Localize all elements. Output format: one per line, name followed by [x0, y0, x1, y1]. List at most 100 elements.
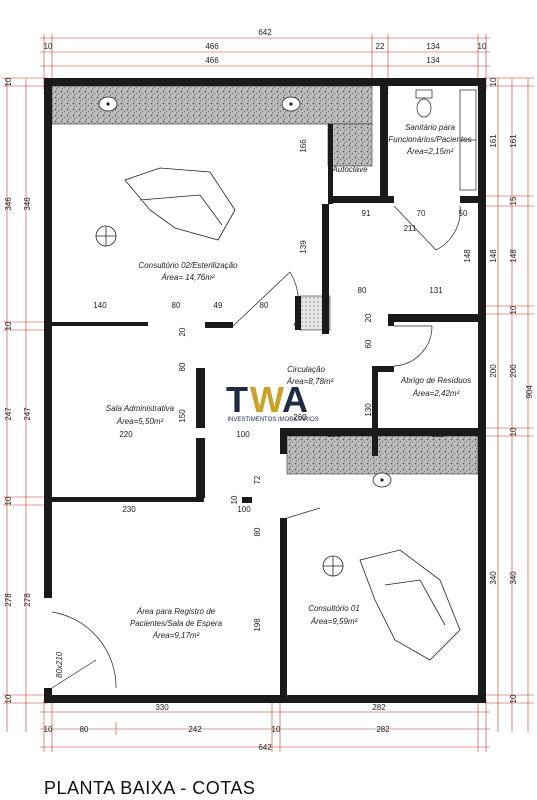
dim-right-904: 904 — [525, 385, 534, 399]
dim-20a: 20 — [178, 327, 187, 336]
dim-50: 50 — [459, 209, 468, 218]
dim-148-inner: 148 — [463, 249, 472, 263]
dim-80a: 80 — [172, 301, 181, 310]
dim-left-346b: 346 — [23, 197, 32, 211]
dim-bot-10b: 10 — [272, 725, 281, 734]
dim-230: 230 — [122, 505, 136, 514]
dim-right-200b: 200 — [509, 364, 518, 378]
dim-72: 72 — [253, 475, 262, 484]
dim-left-247b: 247 — [23, 407, 32, 421]
dim-top-466a: 466 — [205, 42, 219, 51]
room-registro-area: Área=9,17m² — [152, 631, 200, 640]
dim-bot-total: 642 — [258, 743, 272, 752]
dim-131: 131 — [429, 286, 443, 295]
door-label: 80x210 — [55, 651, 64, 678]
counter-consultorio01 — [286, 435, 479, 475]
dim-139: 139 — [299, 240, 308, 254]
dim-left-247a: 247 — [4, 407, 13, 421]
dim-80e: 80 — [253, 527, 262, 536]
dim-80b: 80 — [260, 301, 269, 310]
dim-60: 60 — [364, 339, 373, 348]
room-abrigo-area: Área=2,42m² — [412, 389, 460, 398]
dim-91: 91 — [362, 209, 371, 218]
dim-bot-330: 330 — [155, 703, 169, 712]
toilet-icon — [415, 89, 477, 191]
dim-top-total: 642 — [258, 28, 272, 37]
room-sanitario-name1: Sanitário para — [405, 123, 455, 132]
dim-right-10b: 10 — [509, 305, 518, 314]
walls — [44, 78, 486, 703]
page-title: PLANTA BAIXA - COTAS — [44, 778, 256, 798]
dim-150: 150 — [178, 409, 187, 423]
dim-80c: 80 — [358, 286, 367, 295]
dim-right-15: 15 — [509, 196, 518, 205]
dim-right-161b: 161 — [509, 134, 518, 148]
dim-100a: 100 — [236, 430, 250, 439]
logo-letter-w: W — [250, 379, 284, 420]
room-sala-adm-name: Sala Administrativa — [106, 404, 175, 413]
dimension-lines-bottom — [40, 700, 490, 752]
room-autoclave: Autoclave — [331, 165, 368, 174]
dim-right-148a: 148 — [489, 249, 498, 263]
dim-220: 220 — [119, 430, 133, 439]
dimension-lines-right — [484, 77, 534, 732]
dim-161: 161 — [327, 430, 341, 439]
room-labels: Consultório 02/Esterilização Área= 14,76… — [106, 123, 472, 640]
dim-140: 140 — [93, 301, 107, 310]
company-logo: T W A INVESTIMENTOS IMOBILIÁRIOS — [226, 379, 319, 423]
dim-top-22: 22 — [376, 42, 385, 51]
dim-80d: 80 — [178, 362, 187, 371]
room-abrigo-name: Abrigo de Resíduos — [400, 376, 471, 385]
room-consultorio02-name: Consultório 02/Esterilização — [138, 261, 238, 270]
dim-right-200a: 200 — [489, 364, 498, 378]
dim-right-161a: 161 — [489, 134, 498, 148]
logo-tagline: INVESTIMENTOS IMOBILIÁRIOS — [227, 416, 318, 423]
dimension-labels: 642 466 22 134 10 10 466 134 330 282 80 … — [4, 28, 534, 752]
room-registro-name2: Pacientes/Sala de Espera — [130, 619, 223, 628]
dim-49: 49 — [214, 301, 223, 310]
dim-right-148b: 148 — [509, 249, 518, 263]
dim-right-10a: 10 — [489, 77, 498, 86]
dim-bot-282b: 282 — [376, 725, 390, 734]
dim-100b: 100 — [237, 505, 251, 514]
dim-260: 260 — [293, 413, 307, 422]
dim-bot-242: 242 — [188, 725, 202, 734]
dim-bot-10a: 10 — [44, 725, 53, 734]
dim-166: 166 — [299, 139, 308, 153]
dim-top-10a: 10 — [44, 42, 53, 51]
room-consultorio01-area: Área=9,59m² — [310, 617, 358, 626]
dim-top-134b: 134 — [426, 56, 440, 65]
room-circulacao-area: Área=8,78m² — [286, 377, 334, 386]
dim-left-10a: 10 — [4, 77, 13, 86]
dim-left-278b: 278 — [23, 593, 32, 607]
dim-20b: 20 — [364, 313, 373, 322]
dim-130: 130 — [364, 403, 373, 417]
floor-plan: 80x210 Consultório 02/Esterilização Área… — [3, 28, 534, 752]
room-registro-name1: Área para Registro de — [136, 607, 216, 616]
room-sala-adm-area: Área=5,50m² — [116, 417, 164, 426]
dim-top-466b: 466 — [205, 56, 219, 65]
dim-bot-282a: 282 — [372, 703, 386, 712]
dim-right-10c: 10 — [509, 427, 518, 436]
counter-side — [327, 123, 373, 167]
dim-198: 198 — [253, 618, 262, 632]
dim-right-340a: 340 — [489, 571, 498, 585]
room-consultorio01-name: Consultório 01 — [308, 604, 360, 613]
room-consultorio02-area: Área= 14,76m² — [160, 273, 214, 282]
dim-left-10b: 10 — [4, 321, 13, 330]
dim-121: 121 — [431, 430, 445, 439]
dental-chair-icon — [95, 167, 461, 661]
logo-letter-a: A — [282, 379, 308, 420]
dim-70: 70 — [417, 209, 426, 218]
door-swings — [51, 205, 461, 689]
dimension-lines-left — [3, 77, 48, 732]
dim-left-278a: 278 — [4, 593, 13, 607]
dim-right-10d: 10 — [509, 694, 518, 703]
dim-left-10c: 10 — [4, 496, 13, 505]
dim-bot-80: 80 — [80, 725, 89, 734]
dim-top-10b: 10 — [478, 42, 487, 51]
dim-211: 211 — [404, 224, 417, 233]
dim-right-340b: 340 — [509, 571, 518, 585]
dim-left-10d: 10 — [4, 694, 13, 703]
room-sanitario-name2: Funcionários/Pacientes — [388, 135, 471, 144]
